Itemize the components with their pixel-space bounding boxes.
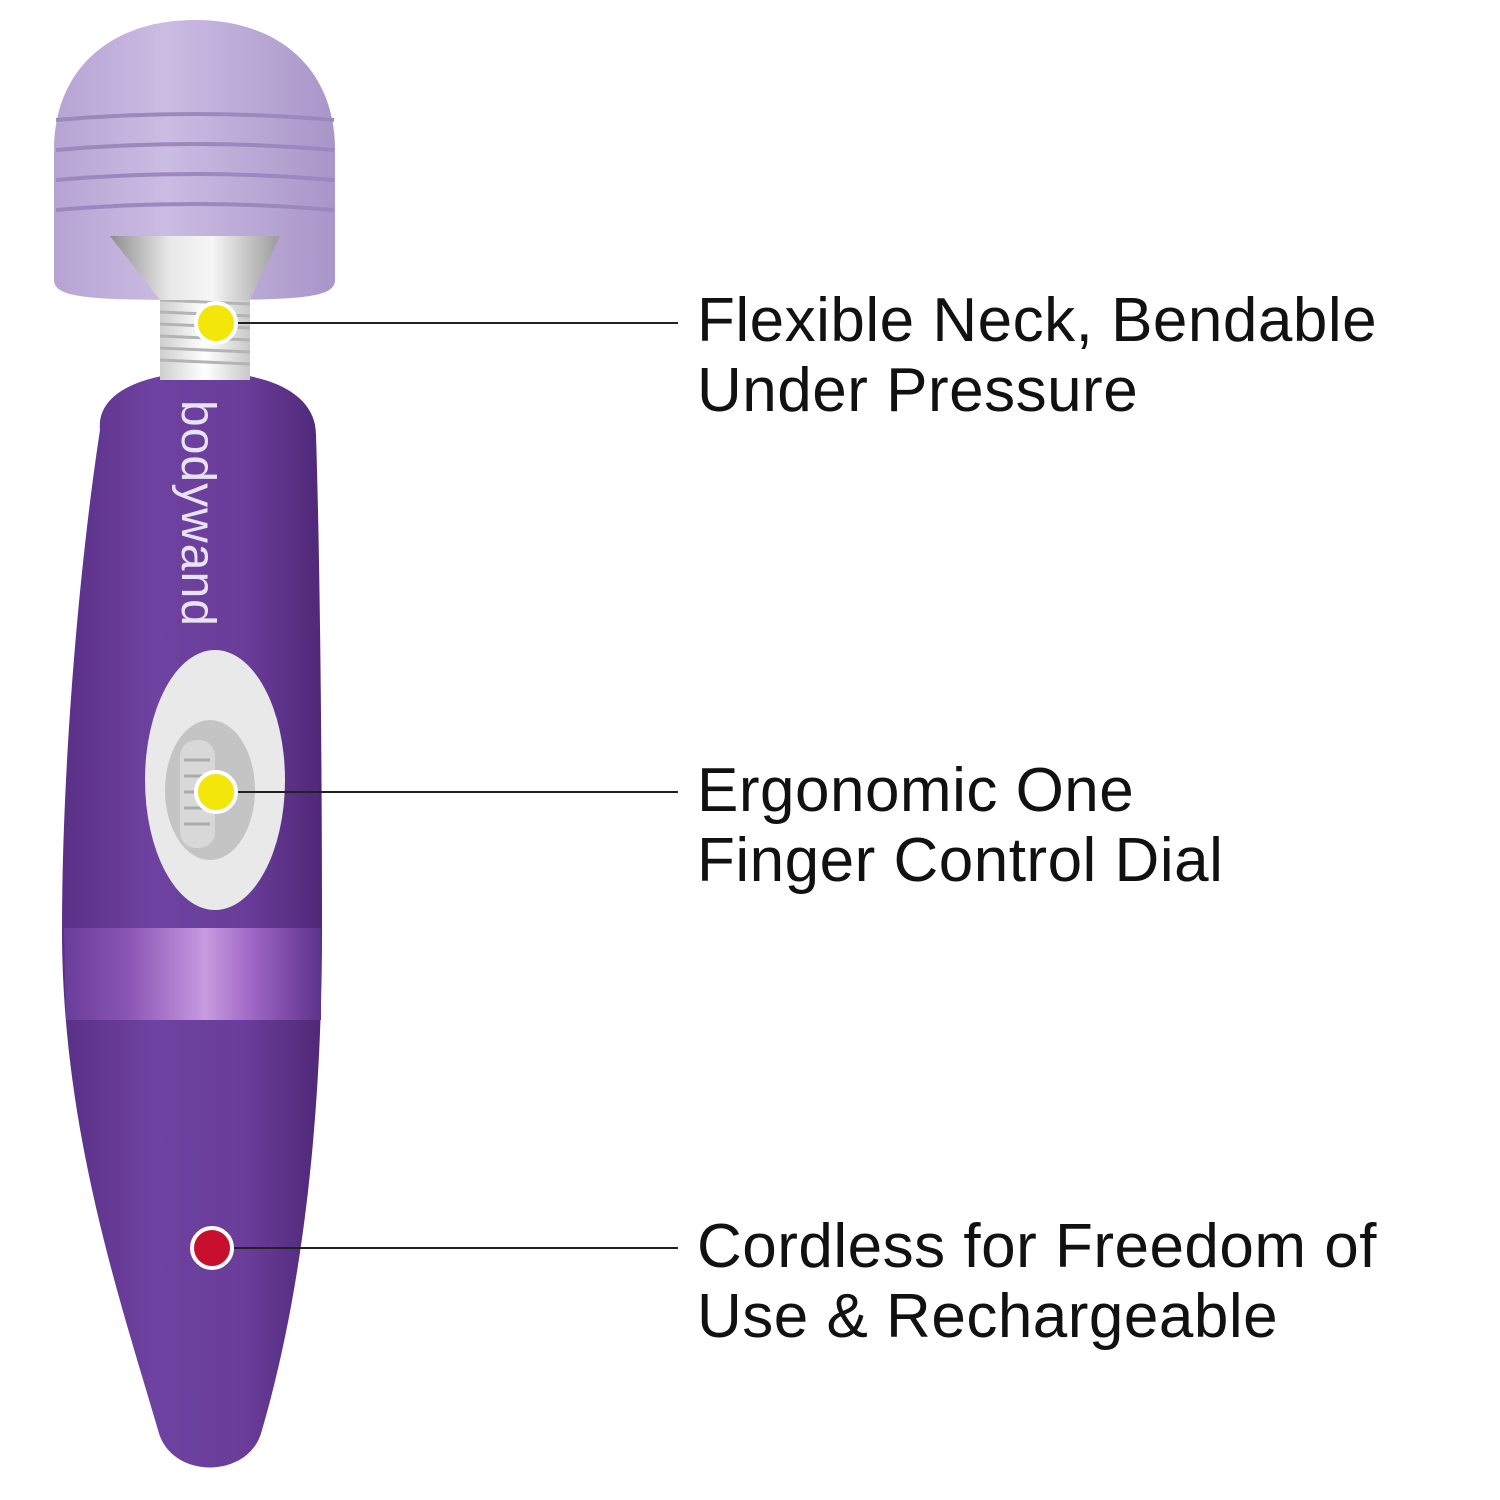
callout-cordless: Cordless for Freedom of Use & Rechargeab…	[697, 1212, 1377, 1352]
marker-neck	[194, 301, 238, 345]
callout-cordless-line2: Use & Rechargeable	[697, 1282, 1279, 1351]
callout-flexible-neck: Flexible Neck, Bendable Under Pressure	[697, 286, 1377, 426]
brand-logo: bodywand	[171, 400, 224, 627]
marker-dial	[194, 770, 238, 814]
wand-head	[54, 20, 335, 300]
head-inner-cone	[110, 236, 280, 300]
callout-control-dial-line1: Ergonomic One	[697, 756, 1135, 825]
callout-cordless-line1: Cordless for Freedom of	[697, 1212, 1377, 1281]
callout-control-dial: Ergonomic One Finger Control Dial	[697, 756, 1223, 896]
callout-control-dial-line2: Finger Control Dial	[697, 826, 1224, 895]
callout-flexible-neck-line1: Flexible Neck, Bendable	[697, 286, 1378, 355]
callout-flexible-neck-line2: Under Pressure	[697, 356, 1139, 425]
wand-band	[64, 928, 321, 1020]
marker-cordless	[190, 1226, 234, 1270]
wand-handle	[62, 372, 322, 1468]
